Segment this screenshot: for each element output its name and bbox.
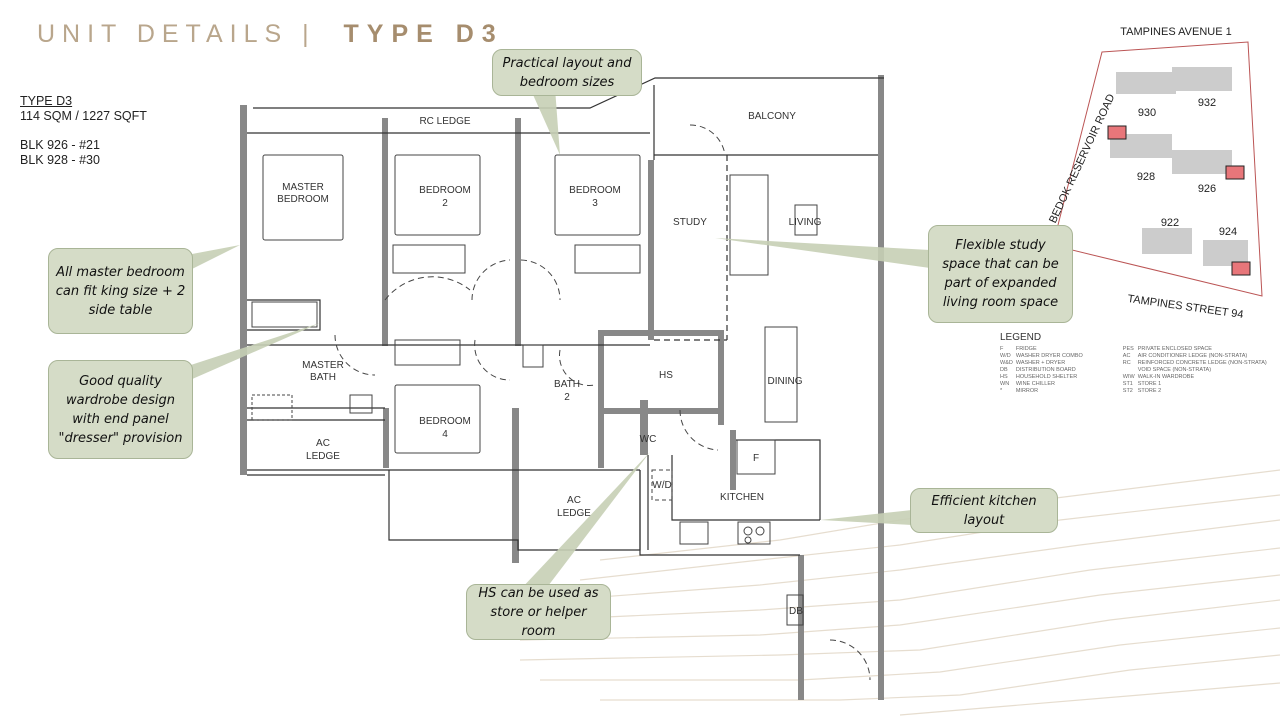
title-type: TYPE D3 [343, 20, 504, 48]
label-master-bedroom: BEDROOM [277, 194, 329, 205]
site-map: TAMPINES AVENUE 1 BEDOK RESERVOIR ROAD T… [1047, 26, 1263, 321]
legend-code: W&D [1000, 360, 1013, 366]
label-master-bedroom: MASTER [282, 182, 324, 193]
unit-type: TYPE D3 [20, 94, 73, 108]
unit-block: BLK 928 - #30 [20, 153, 100, 167]
walls [240, 75, 884, 700]
title-unit-details: UNIT DETAILS | [37, 20, 316, 48]
label-washer-dryer: W/D [652, 480, 671, 491]
block-926: 926 [1198, 183, 1216, 195]
wall-lines [247, 77, 884, 556]
label-living: LIVING [789, 217, 822, 228]
label-wc: WC [640, 434, 657, 445]
block-924: 924 [1219, 226, 1237, 238]
callout-kitchen: Efficient kitchen layout [910, 488, 1058, 533]
legend-description: WINE CHILLER [1015, 381, 1055, 387]
legend-row: W/D WASHER DRYER COMBO AC AIR CONDITIONER L… [1000, 353, 1270, 360]
legend-code: F [1000, 346, 1004, 352]
legend-code [1123, 367, 1138, 374]
block-922: 922 [1161, 217, 1179, 229]
block-932: 932 [1198, 97, 1216, 109]
legend-description: REINFORCED CONCRETE LEDGE (NON-STRATA) [1137, 360, 1267, 366]
label-bedroom-3: BEDROOM [569, 185, 621, 196]
road-bedok-reservoir: BEDOK RESERVOIR ROAD [1047, 92, 1117, 225]
callout-study: Flexible study space that can be part of… [928, 225, 1073, 323]
legend-code: HS [1000, 374, 1008, 380]
highlight-unit-30 [1107, 125, 1127, 140]
legend-description: AIR CONDITIONER LEDGE (NON-STRATA) [1137, 353, 1248, 359]
legend-code: ST1 [1122, 381, 1133, 387]
legend-row: DB DISTRIBUTION BOARD VOID SPACE (NON-STRA… [1000, 367, 1270, 374]
legend-code: * [1000, 388, 1003, 394]
legend-code: W/D [1000, 353, 1011, 359]
callout-hs: HS can be used as store or helper room [466, 584, 611, 640]
legend-description: PRIVATE ENCLOSED SPACE [1137, 346, 1212, 352]
block-928: 928 [1137, 171, 1155, 183]
label-fridge: F [753, 453, 759, 464]
callout-wardrobe: Good quality wardrobe design with end pa… [48, 360, 193, 459]
legend-code: RC [1122, 360, 1131, 366]
label-ac-ledge: AC [316, 438, 330, 449]
legend-description: STORE 1 [1137, 381, 1162, 387]
unit-area: 114 SQM / 1227 SQFT [20, 109, 147, 123]
legend-code: PES [1122, 346, 1134, 352]
legend-description: WASHER DRYER COMBO [1015, 353, 1083, 359]
block-930: 930 [1138, 107, 1156, 119]
furniture [251, 124, 871, 681]
label-bedroom-2: 2 [442, 198, 448, 209]
label-bath-2: 2 [564, 392, 570, 403]
label-bedroom-2: BEDROOM [419, 185, 471, 196]
legend-description: VOID SPACE (NON-STRATA) [1137, 367, 1212, 373]
label-ac-ledge: AC [567, 495, 581, 506]
label-db: DB [789, 606, 803, 617]
legend-title: LEGEND [1000, 332, 1042, 343]
legend-description: FRIDGE [1015, 346, 1037, 352]
decorative-lines [519, 469, 1280, 716]
label-rc-ledge: RC LEDGE [419, 116, 470, 127]
legend-row: WN WINE CHILLER ST1 STORE 1 [1000, 381, 1270, 388]
callout-practical-layout: Practical layout and bedroom sizes [492, 49, 642, 96]
legend-row: * MIRROR ST2 STORE 2 [1000, 388, 1270, 395]
legend-description: DISTRIBUTION BOARD [1015, 367, 1076, 373]
highlight-unit-12 [1231, 261, 1251, 276]
label-bath-2: BATH [554, 379, 580, 390]
legend-description: MIRROR [1015, 388, 1039, 394]
legend-code: AC [1122, 353, 1131, 359]
label-balcony: BALCONY [748, 111, 796, 122]
highlight-unit-21 [1225, 165, 1245, 180]
label-ac-ledge: LEDGE [306, 451, 340, 462]
legend-code: WIW [1122, 374, 1135, 380]
legend-code: ST2 [1122, 388, 1133, 394]
legend-description: STORE 2 [1137, 388, 1162, 394]
label-dining: DINING [768, 376, 803, 387]
page-title: UNIT DETAILS | TYPE D3 [37, 20, 504, 49]
label-study: STUDY [673, 217, 707, 228]
label-bedroom-4: 4 [442, 429, 448, 440]
label-bedroom-3: 3 [592, 198, 598, 209]
legend-description: WALK-IN WARDROBE [1137, 374, 1195, 380]
label-hs: HS [659, 370, 673, 381]
label-kitchen: KITCHEN [720, 492, 764, 503]
label-bedroom-4: BEDROOM [419, 416, 471, 427]
label-master-bath: BATH [310, 372, 336, 383]
legend-code: WN [1000, 381, 1010, 387]
road-tampines-street-94: TAMPINES STREET 94 [1127, 293, 1245, 321]
unit-block: BLK 926 - #21 [20, 138, 100, 152]
legend-description: WASHER + DRYER [1015, 360, 1066, 366]
label-master-bath: MASTER [302, 360, 344, 371]
callout-master-bedroom: All master bedroom can fit king size + 2… [48, 248, 193, 334]
room-labels: RC LEDGE BALCONY MASTER BEDROOM BEDROOM … [277, 111, 821, 617]
unit-info: TYPE D3 114 SQM / 1227 SQFT BLK 926 - #2… [20, 94, 147, 168]
legend-description: HOUSEHOLD SHELTER [1015, 374, 1078, 380]
legend-code: DB [1000, 367, 1008, 373]
label-ac-ledge: LEDGE [557, 508, 591, 519]
callout-pointers [160, 88, 930, 590]
road-tampines-avenue-1: TAMPINES AVENUE 1 [1120, 26, 1231, 38]
